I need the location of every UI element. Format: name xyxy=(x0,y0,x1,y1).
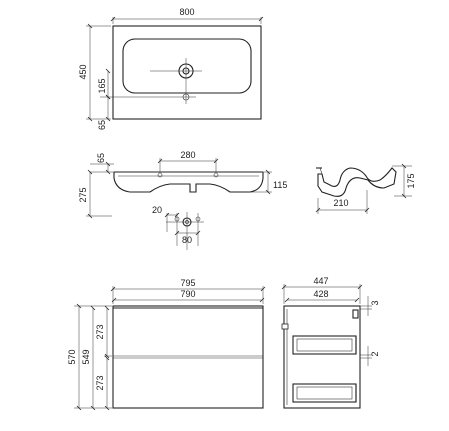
dim-cabinet-outer-width: 795 xyxy=(180,278,195,288)
cabinet-side-view: 447 428 3 2 xyxy=(281,276,380,409)
dim-side-depth: 210 xyxy=(333,198,348,208)
side-section: 210 175 xyxy=(315,163,416,214)
dim-top-width: 800 xyxy=(179,7,194,17)
basin-front-profile xyxy=(113,172,264,193)
cabinet-body xyxy=(112,305,264,409)
dim-cabinet-body-height: 549 xyxy=(81,349,91,364)
dim-drawer-lower-height: 273 xyxy=(95,375,105,390)
dim-tap-spacing: 280 xyxy=(180,150,195,160)
dim-holes-small: 20 xyxy=(152,205,162,215)
dim-front-offset: 65 xyxy=(96,153,106,163)
top-view: 800 450 165 65 xyxy=(78,7,264,130)
dim-side-depth-outer: 447 xyxy=(313,276,328,286)
dim-holes-spacing: 80 xyxy=(182,235,192,245)
side-section-profile xyxy=(317,167,397,197)
dim-side-drawer-gap: 2 xyxy=(370,351,380,356)
front-tap-left xyxy=(157,172,163,178)
dim-drain-offset: 65 xyxy=(97,120,107,130)
front-tap-right xyxy=(213,172,219,178)
basin-bowl-outline xyxy=(122,38,252,94)
dim-side-depth-inner: 428 xyxy=(313,289,328,299)
dim-tap-offset: 165 xyxy=(97,78,107,93)
top-hinge-block xyxy=(352,309,359,319)
dim-cabinet-inner-width: 790 xyxy=(180,289,195,299)
wall-bracket xyxy=(281,323,289,330)
side-section-rim xyxy=(319,167,323,175)
upper-drawer-inner xyxy=(296,338,353,352)
dim-drawer-upper-height: 273 xyxy=(95,324,105,339)
basin-top-outline xyxy=(112,25,262,120)
cabinet-side-body xyxy=(283,305,361,409)
front-view: 280 65 275 115 20 80 xyxy=(78,150,287,250)
dim-basin-depth: 115 xyxy=(273,180,287,190)
lower-drawer-inner xyxy=(296,386,353,400)
dim-side-top-gap: 3 xyxy=(370,300,380,305)
dim-side-height: 175 xyxy=(406,173,416,188)
dim-top-depth: 450 xyxy=(78,64,88,79)
cabinet-front-view: 795 790 570 549 273 273 xyxy=(67,278,266,411)
dim-cabinet-height: 570 xyxy=(67,349,77,364)
dim-front-height: 275 xyxy=(78,187,88,202)
